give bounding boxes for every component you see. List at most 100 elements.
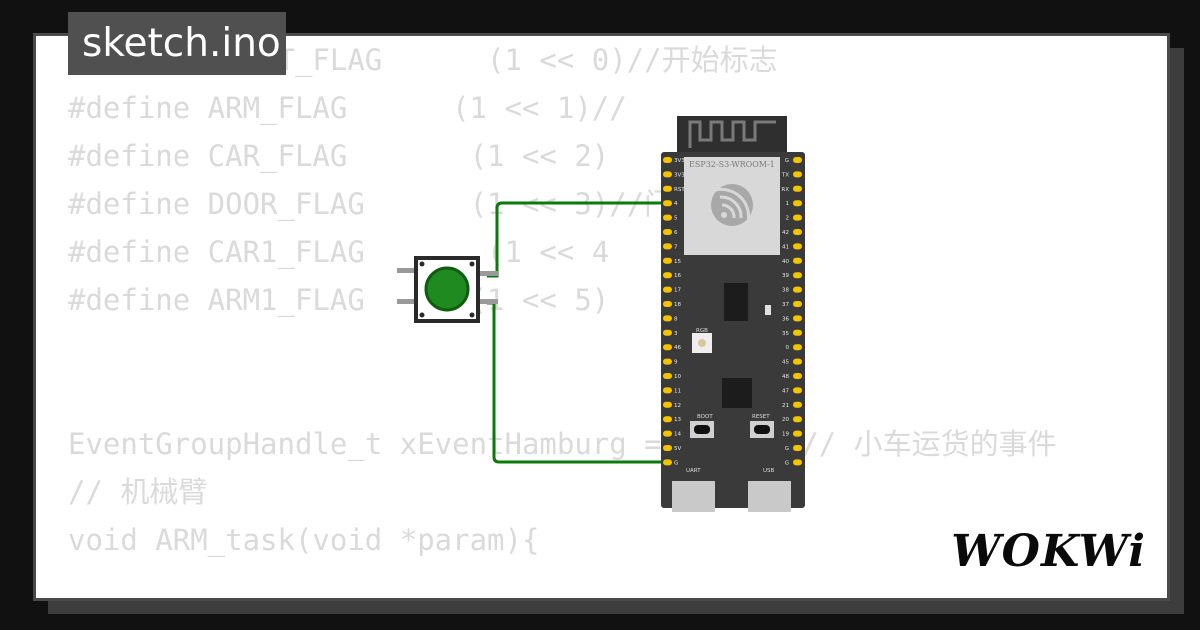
uart-usb-port: [672, 481, 715, 512]
pin-pad[interactable]: [793, 358, 802, 365]
pin-pad[interactable]: [663, 459, 672, 466]
pin-pad[interactable]: [793, 214, 802, 221]
pushbutton[interactable]: [397, 256, 498, 323]
pin-pad[interactable]: [663, 315, 672, 322]
module-name: ESP32-S3-WROOM-1: [689, 160, 775, 169]
pin-pad[interactable]: [793, 373, 802, 379]
pin-label: TX: [781, 172, 789, 178]
pin-pad[interactable]: [793, 185, 802, 192]
pin-label: 13: [674, 417, 681, 423]
pin-pad[interactable]: [663, 257, 672, 264]
pin-pad[interactable]: [793, 301, 802, 307]
pin-pad[interactable]: [663, 286, 672, 293]
pin-label: 35: [782, 331, 789, 337]
pin-pad[interactable]: [663, 329, 672, 336]
pin-pad[interactable]: [663, 272, 672, 279]
pin-pad[interactable]: [663, 358, 672, 365]
pin-label: 15: [674, 259, 681, 265]
pin-label: 38: [782, 288, 789, 294]
pin-label: 19: [782, 432, 789, 438]
pin-pad[interactable]: [793, 229, 802, 235]
pin-pad[interactable]: [663, 171, 672, 178]
pin-label: 8: [674, 316, 678, 322]
pin-label: 20: [782, 417, 789, 423]
pin-pad[interactable]: [793, 200, 802, 207]
pin-label: 1: [786, 201, 790, 207]
pin-pad[interactable]: [793, 157, 802, 163]
pin-pad[interactable]: [663, 185, 672, 192]
pin-pad[interactable]: [793, 272, 802, 279]
pin-label: 40: [782, 259, 789, 265]
pin-label: G: [785, 460, 789, 466]
pin-pad[interactable]: [793, 387, 802, 394]
button-leg: [480, 271, 498, 276]
pin-pad[interactable]: [793, 171, 802, 178]
pin-pad[interactable]: [663, 416, 672, 423]
pin-pad[interactable]: [793, 430, 802, 437]
pin-label: 3V3: [674, 172, 685, 178]
wokwi-logo: WOKWi: [951, 526, 1146, 577]
pin-pad[interactable]: [793, 257, 802, 264]
pin-label: 11: [674, 388, 681, 394]
pin-label: 12: [674, 403, 681, 409]
pin-pad[interactable]: [663, 401, 672, 408]
pin-pad[interactable]: [663, 430, 672, 437]
pin-pad[interactable]: [793, 243, 802, 250]
pin-pad[interactable]: [793, 344, 802, 351]
usb-label: USB: [763, 468, 775, 474]
pin-pad[interactable]: [663, 373, 672, 379]
pin-label: 7: [674, 244, 678, 250]
uart-label: UART: [686, 468, 701, 474]
chip-usb-uart: [722, 378, 752, 408]
pin-label: G: [785, 446, 789, 452]
pin-pad[interactable]: [793, 315, 802, 322]
pin-pad[interactable]: [663, 387, 672, 394]
code-line: // 机械臂: [68, 475, 208, 509]
pin-pad[interactable]: [663, 214, 672, 221]
file-tab[interactable]: sketch.ino: [68, 12, 286, 75]
pin-pad[interactable]: [793, 459, 802, 466]
pin-pad[interactable]: [793, 329, 802, 336]
pin-label: 10: [674, 374, 681, 380]
pin-label: G: [785, 158, 789, 164]
pin-label: 48: [782, 374, 789, 380]
pin-pad[interactable]: [793, 416, 802, 423]
pin-pad[interactable]: [793, 401, 802, 408]
pin-label: 5: [674, 216, 678, 222]
pin-pad[interactable]: [793, 445, 802, 451]
wire-gnd[interactable]: [487, 301, 667, 464]
pin-label: 47: [782, 388, 789, 394]
pin-pad[interactable]: [793, 286, 802, 293]
pin-label: 36: [782, 316, 789, 322]
pin-label: 41: [782, 244, 789, 250]
pin-pad[interactable]: [663, 243, 672, 250]
boot-button[interactable]: [690, 421, 714, 438]
pin-pad[interactable]: [663, 344, 672, 351]
button-cap[interactable]: [424, 266, 470, 312]
pin-pad[interactable]: [663, 301, 672, 307]
esp32-s3-board[interactable]: ESP32-S3-WROOM-1 3V33V3RST45671516171883…: [661, 116, 805, 512]
pin-pad[interactable]: [663, 157, 672, 163]
pin-label: 39: [782, 273, 789, 279]
pin-label: 6: [674, 230, 678, 236]
pin-label: RX: [781, 187, 789, 193]
pin-pad[interactable]: [663, 229, 672, 235]
pin-label: 17: [674, 288, 681, 294]
code-preview-card: #define START_FLAG (1 << 0)//开始标志#define…: [33, 33, 1170, 601]
reset-label: RESET: [752, 414, 770, 420]
pin-label: 0: [786, 345, 790, 351]
button-leg: [397, 299, 415, 304]
pin-label: 37: [782, 302, 789, 308]
pin-label: 3V3: [674, 158, 685, 164]
reset-button[interactable]: [750, 421, 774, 438]
pin-label: 2: [786, 216, 790, 222]
button-leg: [480, 299, 498, 304]
pin-label: 4: [674, 201, 678, 207]
wire-gpio4[interactable]: [487, 201, 667, 278]
pin-pad[interactable]: [663, 445, 672, 451]
smd-component: [765, 305, 771, 315]
code-line: #define ARM_FLAG (1 << 1)//: [68, 91, 627, 125]
pin-pad[interactable]: [663, 200, 672, 207]
